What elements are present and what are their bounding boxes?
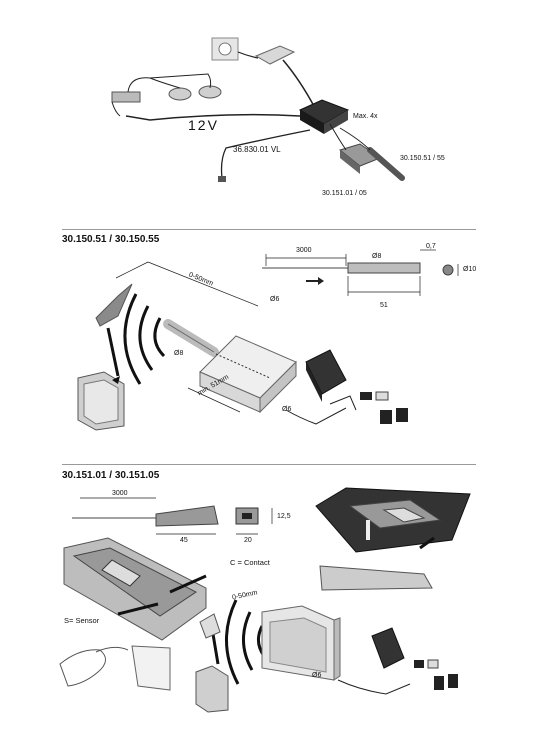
s1-dim-length: 3000 xyxy=(296,247,312,254)
profile-light-bar xyxy=(319,565,433,591)
s2-switch-4 xyxy=(448,674,458,688)
s2-dim-45: 45 xyxy=(180,537,188,544)
section-2-title: 30.151.01 / 30.151.05 xyxy=(62,470,160,481)
sensor-label: S= Sensor xyxy=(64,616,100,625)
door-panel xyxy=(95,283,133,327)
hand-sketch xyxy=(59,649,106,687)
section-divider-2 xyxy=(62,464,476,465)
direction-arrow xyxy=(306,277,324,285)
pen-body xyxy=(347,262,421,274)
section-1-title: 30.150.51 / 30.150.55 xyxy=(62,234,160,245)
cable-label: 36.830.01 VL xyxy=(233,145,281,154)
switch-1 xyxy=(360,392,372,400)
max-label: Max. 4x xyxy=(353,113,378,120)
contact-arrow xyxy=(169,574,207,594)
s1-dia6-label: Ø6 xyxy=(270,296,280,303)
sensor-arrow xyxy=(117,602,159,616)
s1-dia6b-label: Ø6 xyxy=(282,406,292,413)
sensor-pen-a xyxy=(367,147,405,181)
s1-dim-dia8: Ø8 xyxy=(372,253,382,260)
sensor-b-label: 30.151.01 / 05 xyxy=(322,190,367,197)
sensor-a-label: 30.150.51 / 55 xyxy=(400,155,445,162)
power-supply xyxy=(254,45,296,65)
s2-switch-1 xyxy=(414,660,424,668)
pen-end-view xyxy=(442,264,454,276)
switch-4 xyxy=(396,408,408,422)
flat-sensor-body xyxy=(155,505,219,527)
s2-dia6-label: Ø6 xyxy=(312,672,322,679)
s2-dim-125: 12,5 xyxy=(277,513,291,520)
down-arrow xyxy=(106,327,120,377)
switch-2 xyxy=(375,391,389,401)
plug-connector xyxy=(218,176,226,182)
s1-dim-07: 0,7 xyxy=(426,243,436,250)
s2-dim-length: 3000 xyxy=(112,490,128,497)
s2-switch-2 xyxy=(427,659,439,669)
contact-label: C = Contact xyxy=(230,558,270,567)
s2-controller xyxy=(371,627,405,669)
s2-switch-3 xyxy=(434,676,444,690)
s2-dim-20: 20 xyxy=(244,537,252,544)
switch-3 xyxy=(380,410,392,424)
voltage-label: 12V xyxy=(188,117,219,133)
s1-dim-51: 51 xyxy=(380,302,388,309)
led-driver xyxy=(111,91,141,103)
s1-dim-dia10: Ø10 xyxy=(463,266,477,273)
small-cabinet xyxy=(195,665,229,713)
section-divider-1 xyxy=(62,229,476,230)
s1-dia8-label: Ø8 xyxy=(174,350,184,357)
